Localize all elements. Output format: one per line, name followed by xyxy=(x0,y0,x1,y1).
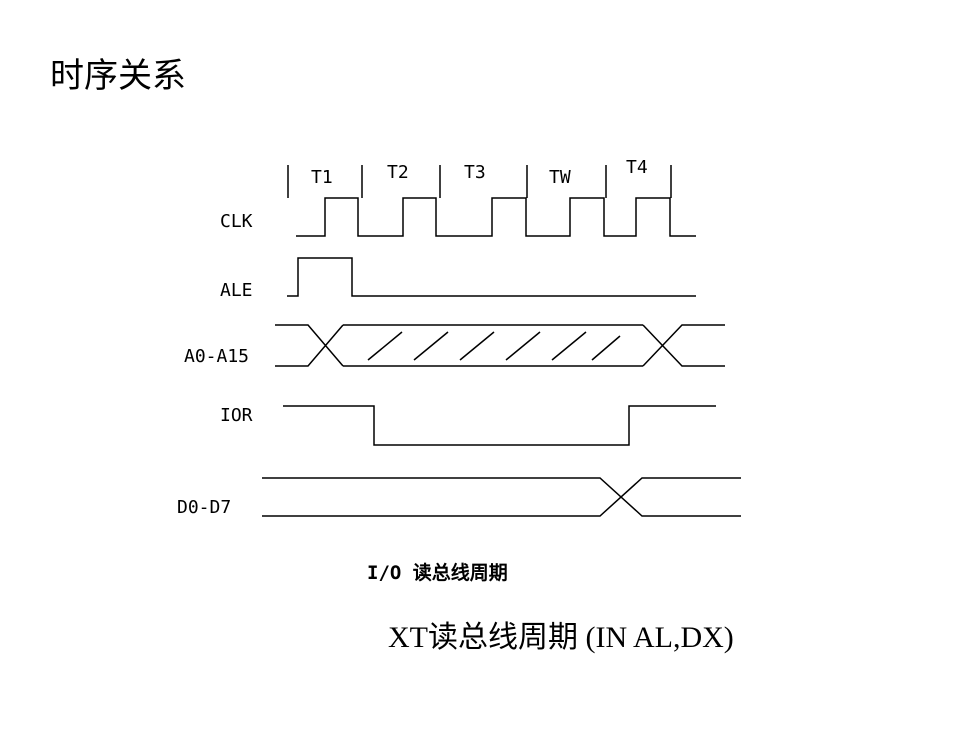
ale-waveform xyxy=(287,257,696,297)
figure-caption: XT读总线周期 (IN AL,DX) xyxy=(388,621,734,654)
clk-waveform xyxy=(296,197,696,237)
ior-waveform xyxy=(283,405,716,446)
signal-label-ior: IOR xyxy=(220,405,253,426)
page-title: 时序关系 xyxy=(50,56,186,96)
state-label-t3: T3 xyxy=(464,162,486,183)
signal-label-clk: CLK xyxy=(220,211,253,232)
state-label-t1: T1 xyxy=(311,167,333,188)
data-bus xyxy=(262,477,741,517)
diagram-subtitle: I/O 读总线周期 xyxy=(367,561,508,584)
state-label-t4: T4 xyxy=(626,157,648,178)
signal-label-addr: A0-A15 xyxy=(184,346,249,367)
signal-label-data: D0-D7 xyxy=(177,497,231,518)
state-label-tw: TW xyxy=(549,167,571,188)
state-label-t2: T2 xyxy=(387,162,409,183)
signal-label-ale: ALE xyxy=(220,280,253,301)
addr-bus xyxy=(275,324,725,367)
